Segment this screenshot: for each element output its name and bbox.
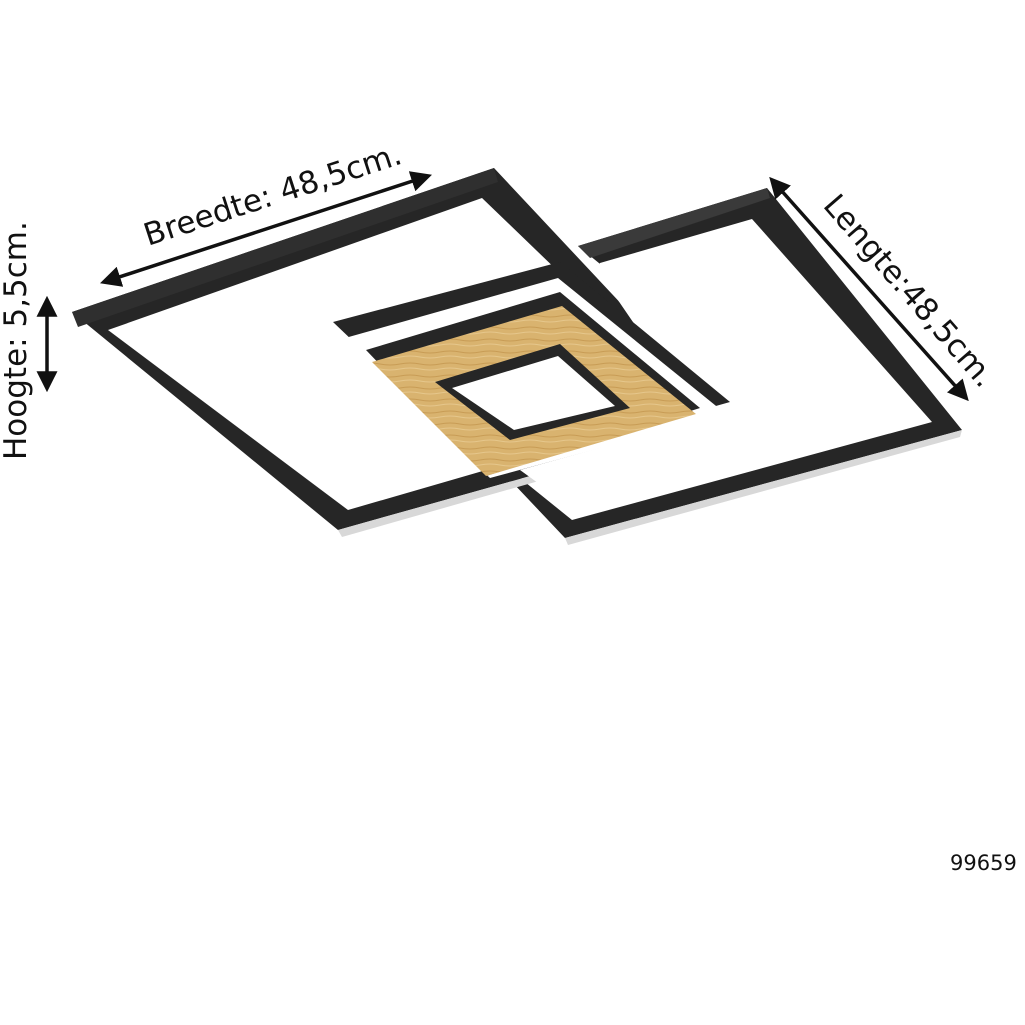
product-code: 99659 (950, 851, 1017, 875)
height-label: Hoogte: 5,5cm. (0, 221, 34, 460)
length-arrow (769, 176, 969, 402)
center-block (333, 262, 730, 478)
frame-openings (125, 214, 920, 512)
width-arrow (100, 171, 432, 287)
